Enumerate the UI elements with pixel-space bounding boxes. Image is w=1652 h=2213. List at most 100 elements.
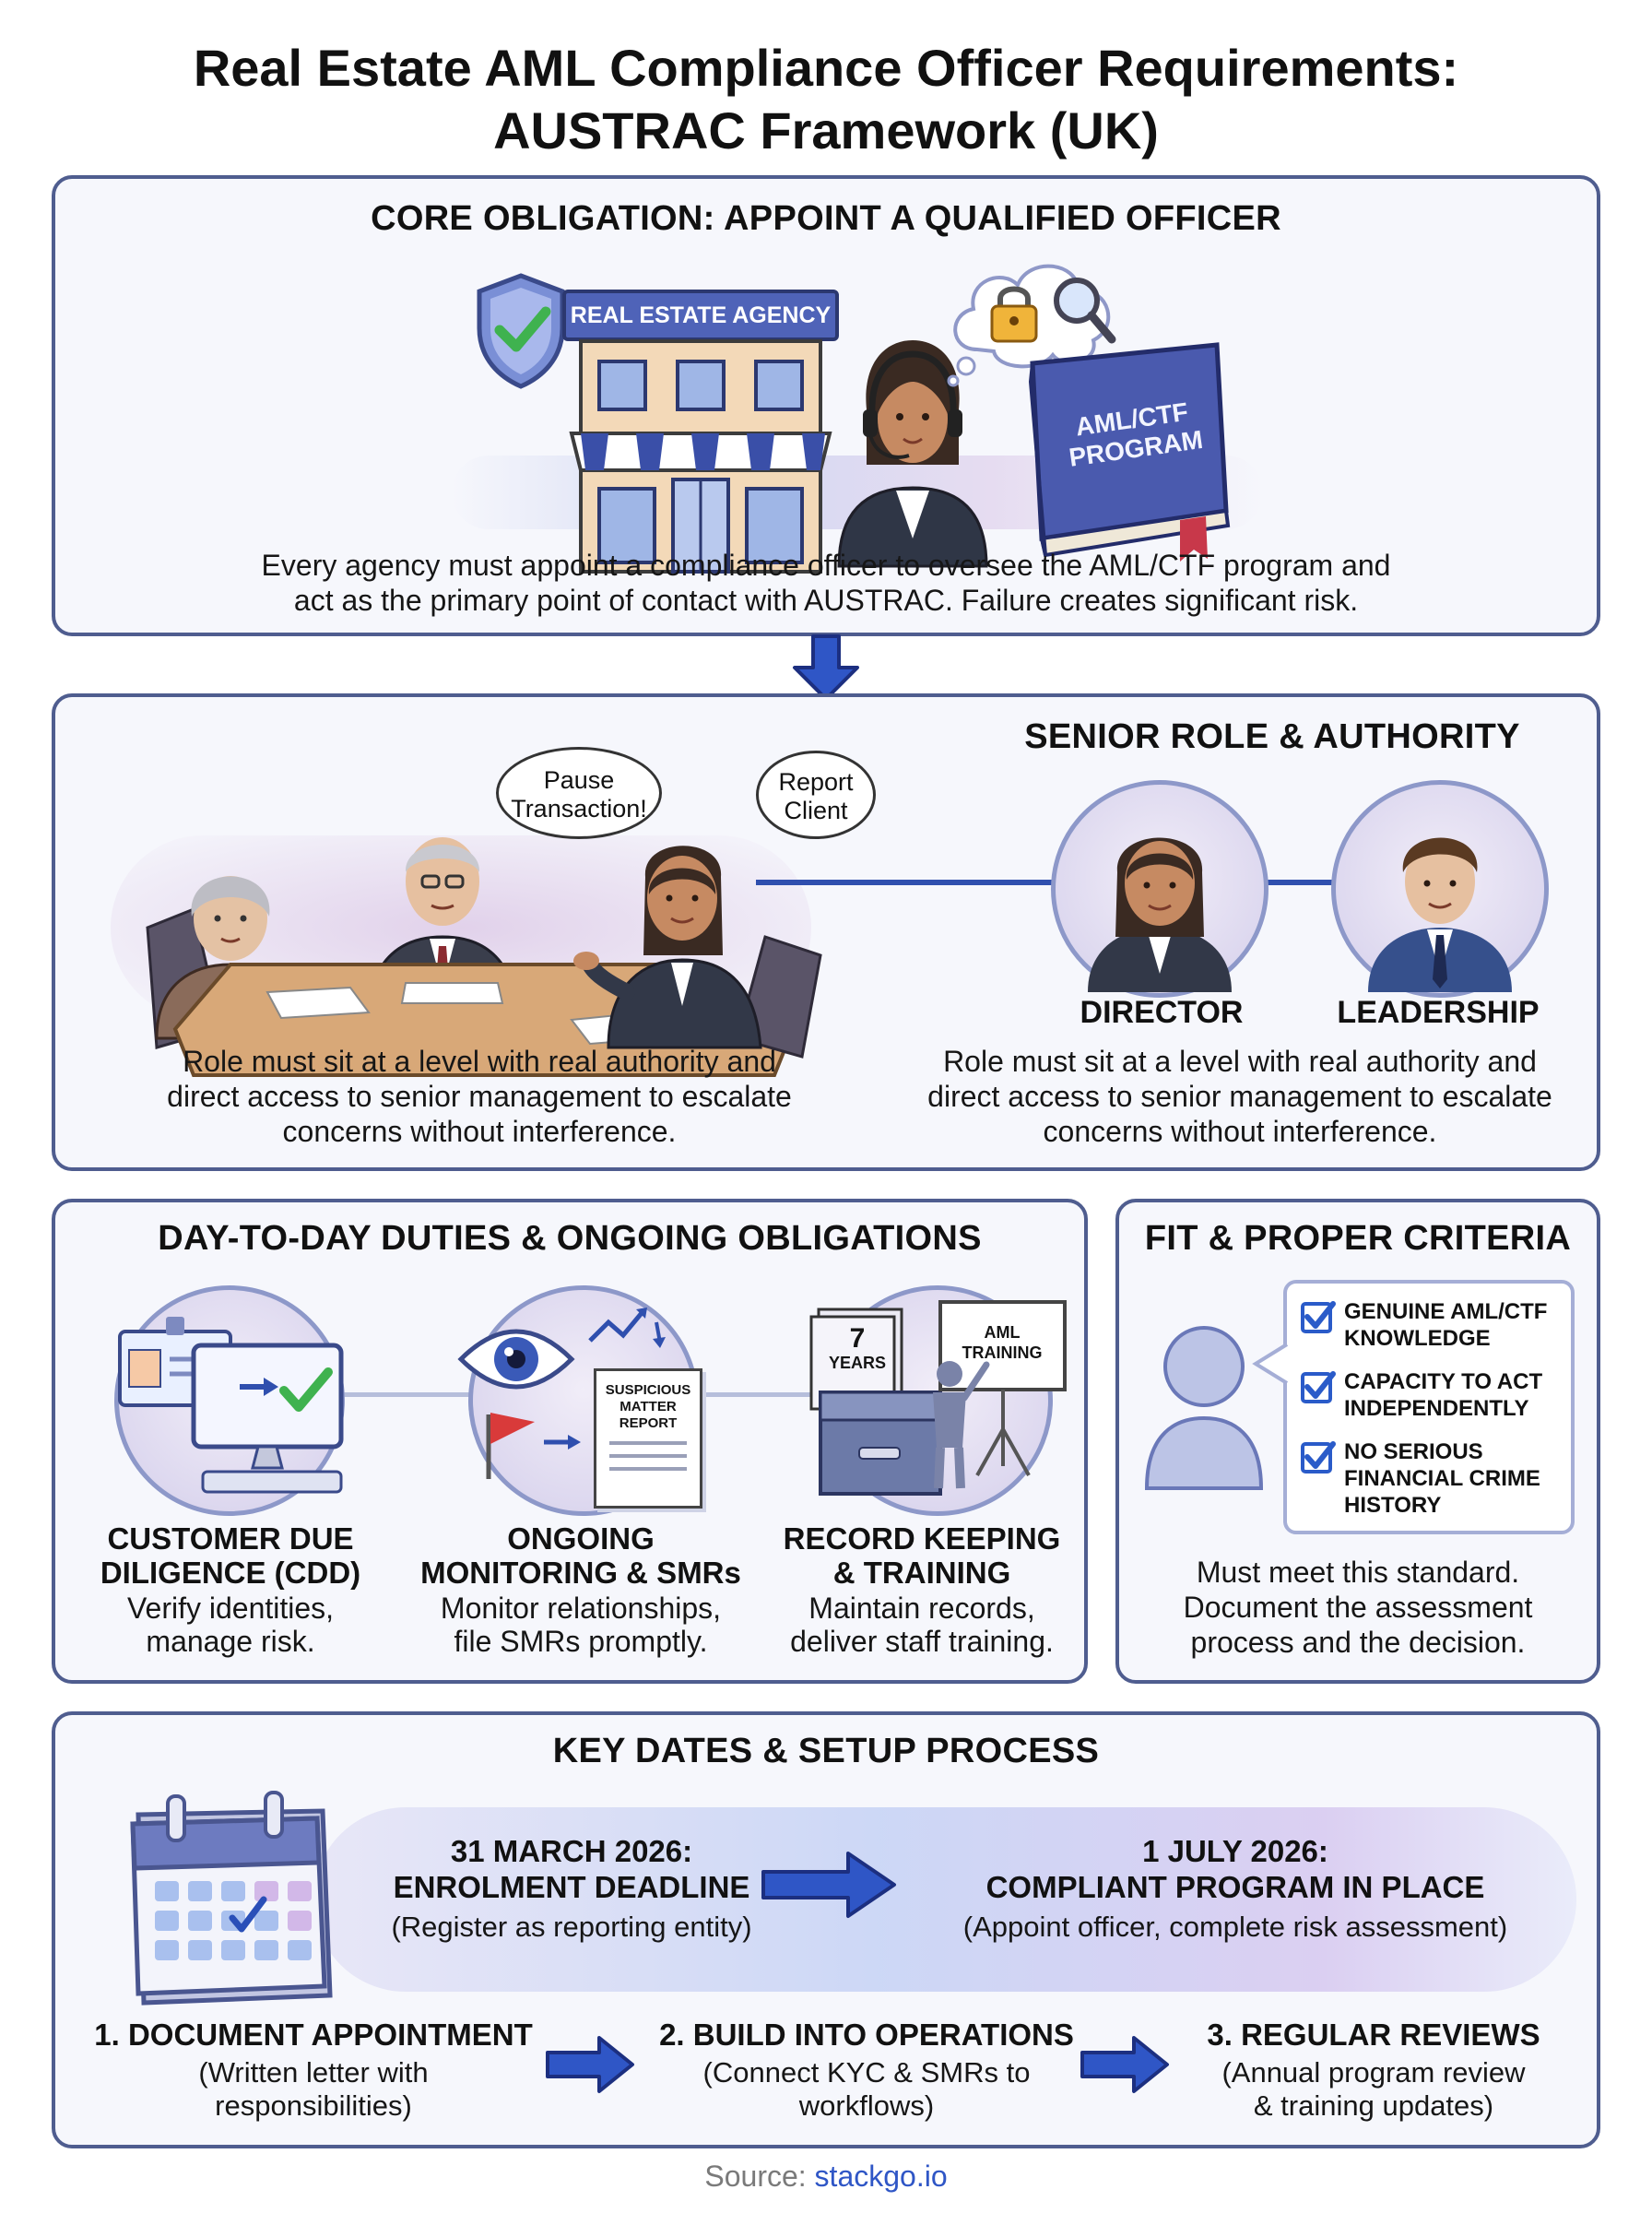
- cdd-title-line-2: DILIGENCE (CDD): [100, 1556, 361, 1590]
- bubble-report-line-2: Client: [784, 797, 848, 824]
- fit-proper-text: Must meet this standard. Document the as…: [1119, 1555, 1597, 1660]
- senior-right-line-2: direct access to senior management to es…: [927, 1080, 1552, 1113]
- step-2-sub-line-1: (Connect KYC & SMRs to: [702, 2056, 1031, 2089]
- timeline-band: [313, 1807, 1576, 1992]
- core-obligation-panel: CORE OBLIGATION: APPOINT A QUALIFIED OFF…: [52, 175, 1600, 636]
- date-1-sub: (Register as reporting entity): [391, 1911, 752, 1943]
- connector-line-meeting-director: [756, 880, 1060, 885]
- criteria-card-pointer: [1252, 1343, 1289, 1385]
- compliance-officer-icon: [837, 340, 988, 568]
- bubble-pause-line-2: Transaction!: [511, 795, 647, 822]
- smr-doc-line-3: REPORT: [619, 1415, 678, 1431]
- criterion-3-line-2: FINANCIAL CRIME: [1344, 1466, 1540, 1491]
- monitoring-desc-line-2: file SMRs promptly.: [454, 1625, 708, 1658]
- arrow-right-icon-step-2: [1080, 2036, 1169, 2093]
- leadership-portrait-icon: [1368, 837, 1512, 992]
- step-3-title: 3. REGULAR REVIEWS: [1207, 2018, 1540, 2052]
- monitoring-title-line-2: MONITORING & SMRs: [420, 1556, 741, 1590]
- cdd-desc-line-1: Verify identities,: [126, 1592, 335, 1625]
- bubble-report-line-1: Report: [778, 768, 854, 796]
- connector-line-director-leadership: [1265, 880, 1339, 885]
- key-dates-panel: KEY DATES & SETUP PROCESS 31 MARCH 2026:…: [52, 1711, 1600, 2148]
- years-number: 7: [849, 1323, 866, 1354]
- speech-bubble-pause: Pause Transaction!: [496, 747, 662, 839]
- core-body-line-1: Every agency must appoint a compliance o…: [261, 549, 1391, 582]
- date-2-heading: 1 JULY 2026: COMPLIANT PROGRAM IN PLACE: [894, 1833, 1576, 1905]
- calendar-icon: [130, 1791, 333, 2006]
- smr-doc-line-2: MATTER: [620, 1399, 677, 1414]
- arrow-right-icon-dates: [761, 1852, 896, 1918]
- duties-panel: DAY-TO-DAY DUTIES & ONGOING OBLIGATIONS: [52, 1199, 1088, 1684]
- fit-text-line-1: Must meet this standard.: [1196, 1556, 1520, 1589]
- date-2-line-2: COMPLIANT PROGRAM IN PLACE: [985, 1870, 1485, 1904]
- smr-doc-rule-1: [609, 1441, 687, 1445]
- records-desc-line-2: deliver staff training.: [790, 1625, 1054, 1658]
- lock-icon: [990, 286, 1038, 343]
- arrow-right-icon-step-1: [546, 2036, 634, 2093]
- step-1-sub-line-1: (Written letter with: [198, 2056, 429, 2089]
- criterion-2: CAPACITY TO ACT INDEPENDENTLY: [1344, 1368, 1575, 1422]
- aml-ctf-book-icon: [1028, 342, 1231, 562]
- speech-bubble-report: Report Client: [756, 751, 876, 839]
- step-1-title: 1. DOCUMENT APPOINTMENT: [94, 2018, 533, 2052]
- criterion-3-line-3: HISTORY: [1344, 1493, 1442, 1518]
- fit-proper-panel: FIT & PROPER CRITERIA GENUINE AML/CTF KN…: [1115, 1199, 1600, 1684]
- criterion-3: NO SERIOUS FINANCIAL CRIME HISTORY: [1344, 1438, 1575, 1519]
- checkbox-checked-icon-3: [1301, 1441, 1336, 1473]
- cdd-title: CUSTOMER DUE DILIGENCE (CDD): [55, 1521, 406, 1590]
- step-2-sub: (Connect KYC & SMRs to workflows): [627, 2056, 1106, 2123]
- aml-training-board-text: AML TRAINING: [942, 1322, 1062, 1363]
- senior-role-panel: SENIOR ROLE & AUTHORITY: [52, 693, 1600, 1171]
- criterion-1-line-2: KNOWLEDGE: [1344, 1326, 1491, 1351]
- person-silhouette-icon: [1144, 1326, 1264, 1490]
- cdd-computer-icon: [118, 1317, 344, 1494]
- records-title: RECORD KEEPING & TRAINING: [756, 1521, 1088, 1590]
- core-body-line-2: act as the primary point of contact with…: [293, 584, 1359, 617]
- date-2-line-1: 1 JULY 2026:: [1142, 1834, 1328, 1868]
- title-line-2: AUSTRAC Framework (UK): [493, 101, 1159, 160]
- monitoring-title-line-1: ONGOING: [507, 1521, 655, 1556]
- board-meeting-illustration: [146, 837, 822, 1077]
- senior-right-text: Role must sit at a level with real autho…: [885, 1044, 1595, 1149]
- criterion-1: GENUINE AML/CTF KNOWLEDGE: [1344, 1298, 1575, 1352]
- monitoring-desc-line-1: Monitor relationships,: [440, 1592, 722, 1625]
- title-line-1: Real Estate AML Compliance Officer Requi…: [193, 39, 1459, 97]
- records-title-line-2: & TRAINING: [832, 1556, 1011, 1590]
- source-label: Source:: [704, 2160, 807, 2193]
- step-2-sub-line-2: workflows): [798, 2089, 935, 2122]
- smr-document-title: SUSPICIOUS MATTER REPORT: [596, 1382, 700, 1432]
- senior-left-line-1: Role must sit at a level with real autho…: [183, 1045, 776, 1078]
- senior-left-line-2: direct access to senior management to es…: [167, 1080, 792, 1113]
- records-desc-line-1: Maintain records,: [808, 1592, 1035, 1625]
- source-footer: Source: stackgo.io: [0, 2156, 1652, 2196]
- board-line-1: AML: [984, 1323, 1021, 1342]
- fit-text-line-2: Document the assessment: [1183, 1591, 1533, 1624]
- step-3-sub-line-2: & training updates): [1253, 2089, 1494, 2122]
- criterion-2-line-2: INDEPENDENTLY: [1344, 1396, 1529, 1421]
- duties-connector-1: [332, 1392, 489, 1397]
- agency-sign: REAL ESTATE AGENCY: [562, 290, 839, 341]
- magnifier-icon: [1054, 278, 1116, 344]
- step-2-title: 2. BUILD INTO OPERATIONS: [659, 2018, 1074, 2052]
- bubble-pause-line-1: Pause: [543, 766, 615, 794]
- shield-check-icon: [477, 273, 565, 389]
- date-1-heading: 31 MARCH 2026: ENROLMENT DEADLINE: [341, 1833, 802, 1905]
- fit-proper-heading: FIT & PROPER CRITERIA: [1144, 1219, 1572, 1258]
- records-title-line-1: RECORD KEEPING: [783, 1521, 1061, 1556]
- records-cabinet-icon: [809, 1300, 1067, 1496]
- smr-doc-rule-2: [609, 1454, 687, 1458]
- senior-left-line-3: concerns without interference.: [282, 1115, 677, 1148]
- fit-text-line-3: process and the decision.: [1190, 1626, 1526, 1659]
- cdd-desc: Verify identities, manage risk.: [55, 1592, 406, 1658]
- checkbox-checked-icon-1: [1301, 1301, 1336, 1333]
- checkbox-checked-icon-2: [1301, 1371, 1336, 1403]
- years-text: YEARS: [828, 1354, 886, 1372]
- duties-heading: DAY-TO-DAY DUTIES & ONGOING OBLIGATIONS: [158, 1219, 982, 1258]
- board-line-2: TRAINING: [962, 1343, 1043, 1362]
- records-desc: Maintain records, deliver staff training…: [756, 1592, 1088, 1658]
- criterion-2-line-1: CAPACITY TO ACT: [1344, 1369, 1543, 1394]
- step-3-sub: (Annual program review & training update…: [1162, 2056, 1586, 2123]
- source-link[interactable]: stackgo.io: [814, 2160, 948, 2193]
- senior-right-line-3: concerns without interference.: [1043, 1115, 1437, 1148]
- step-1-sub: (Written letter with responsibilities): [74, 2056, 553, 2123]
